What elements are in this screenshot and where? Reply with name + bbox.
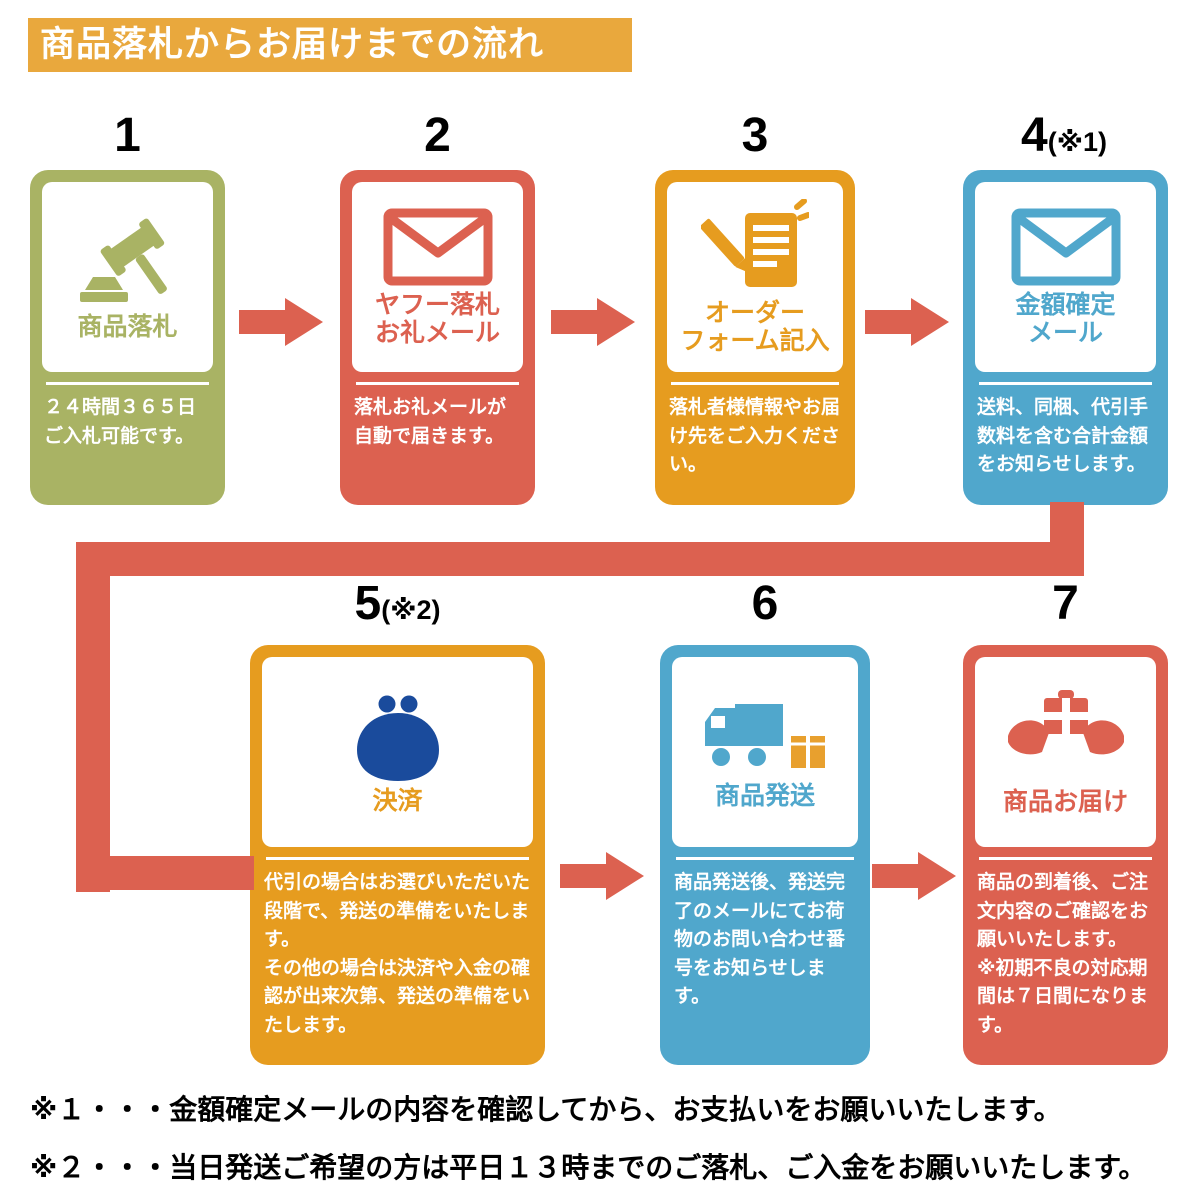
- step-title: 商品お届け: [1002, 788, 1128, 816]
- arrow-right-icon: [239, 298, 323, 346]
- step-number-4: 4(※1): [1021, 109, 1107, 162]
- step-desc: 代引の場合はお選びいただいた段階で、発送の準備をいたします。 その他の場合は決済…: [264, 872, 531, 1036]
- step-card-thankyou-mail: ヤフー落札 お礼メール 落札お礼メールが自動で届きます。: [340, 170, 535, 505]
- step-card-shipping: 商品発送 商品発送後、発送完了のメールにてお荷物のお問い合わせ番号をお知らせしま…: [660, 645, 870, 1065]
- step-card-order-form: オーダー フォーム記入 落札者様情報やお届け先をご入力ください。: [655, 170, 855, 505]
- hands-package-icon: [1004, 688, 1128, 784]
- step-title: 商品発送: [714, 782, 815, 810]
- step-title: 商品落札: [77, 312, 178, 341]
- coin-purse-icon: [350, 689, 446, 783]
- step-card-auction-win: 商品落札 ２４時間３６５日ご入札可能です。: [30, 170, 225, 505]
- page-title: 商品落札からお届けまでの流れ: [28, 18, 632, 72]
- step-card-price-mail: 金額確定 メール 送料、同梱、代引手数料を含む合計金額をお知らせします。: [963, 170, 1168, 505]
- truck-box-icon: [701, 694, 829, 778]
- arrow-right-icon: [551, 298, 635, 346]
- step-desc: 商品の到着後、ご注文内容のご確認をお願いいたします。 ※初期不良の対応期間は７日…: [977, 872, 1149, 1036]
- step-desc: 送料、同梱、代引手数料を含む合計金額をお知らせします。: [977, 397, 1149, 475]
- step-number-7: 7: [1052, 577, 1079, 630]
- divider: [356, 382, 519, 385]
- divider: [676, 857, 854, 860]
- divider: [979, 382, 1152, 385]
- step-number-1: 1: [114, 109, 141, 162]
- mail-icon: [1010, 207, 1122, 287]
- step-desc: 落札お礼メールが自動で届きます。: [354, 397, 507, 447]
- page-title-text: 商品落札からお届けまでの流れ: [40, 25, 545, 64]
- step-card-delivery: 商品お届け 商品の到着後、ご注文内容のご確認をお願いいたします。 ※初期不良の対…: [963, 645, 1168, 1065]
- gavel-icon: [75, 214, 180, 309]
- step-desc: 商品発送後、発送完了のメールにてお荷物のお問い合わせ番号をお知らせします。: [674, 872, 846, 1007]
- step-desc: ２４時間３６５日ご入札可能です。: [44, 397, 197, 447]
- step-title: 決済: [372, 787, 423, 815]
- step-panel: 商品落札: [42, 182, 213, 372]
- step-number-6: 6: [751, 577, 779, 630]
- step-desc: 落札者様情報やお届け先をご入力ください。: [669, 397, 841, 475]
- flow-connector-segment: [76, 856, 254, 890]
- step-card-payment: 決済 代引の場合はお選びいただいた段階で、発送の準備をいたします。 その他の場合…: [250, 645, 545, 1065]
- step-title: 金額確定 メール: [1015, 291, 1116, 347]
- arrow-right-icon: [560, 852, 644, 900]
- divider: [266, 857, 529, 860]
- flow-connector-segment: [76, 542, 110, 892]
- flow-connector-segment: [76, 542, 1084, 576]
- step-panel: 金額確定 メール: [975, 182, 1156, 372]
- mail-icon: [382, 207, 494, 287]
- step-panel: 商品お届け: [975, 657, 1156, 847]
- divider: [979, 857, 1152, 860]
- order-form-icon: [699, 198, 811, 295]
- divider: [46, 382, 209, 385]
- divider: [671, 382, 839, 385]
- step-panel: オーダー フォーム記入: [667, 182, 843, 372]
- step-number-2: 2: [424, 109, 451, 162]
- step-panel: ヤフー落札 お礼メール: [352, 182, 523, 372]
- footnote-2: ※２・・・当日発送ご希望の方は平日１３時までのご落札、ご入金をお願いいたします。: [30, 1152, 1147, 1183]
- step-number-3: 3: [741, 109, 769, 162]
- arrow-right-icon: [865, 298, 949, 346]
- step-panel: 商品発送: [672, 657, 858, 847]
- step-title: オーダー フォーム記入: [680, 299, 830, 355]
- step-number-5: 5(※2): [354, 577, 441, 630]
- footnote-1: ※１・・・金額確定メールの内容を確認してから、お支払いをお願いいたします。: [30, 1094, 1062, 1125]
- step-title: ヤフー落札 お礼メール: [374, 291, 500, 347]
- arrow-right-icon: [872, 852, 956, 900]
- step-panel: 決済: [262, 657, 533, 847]
